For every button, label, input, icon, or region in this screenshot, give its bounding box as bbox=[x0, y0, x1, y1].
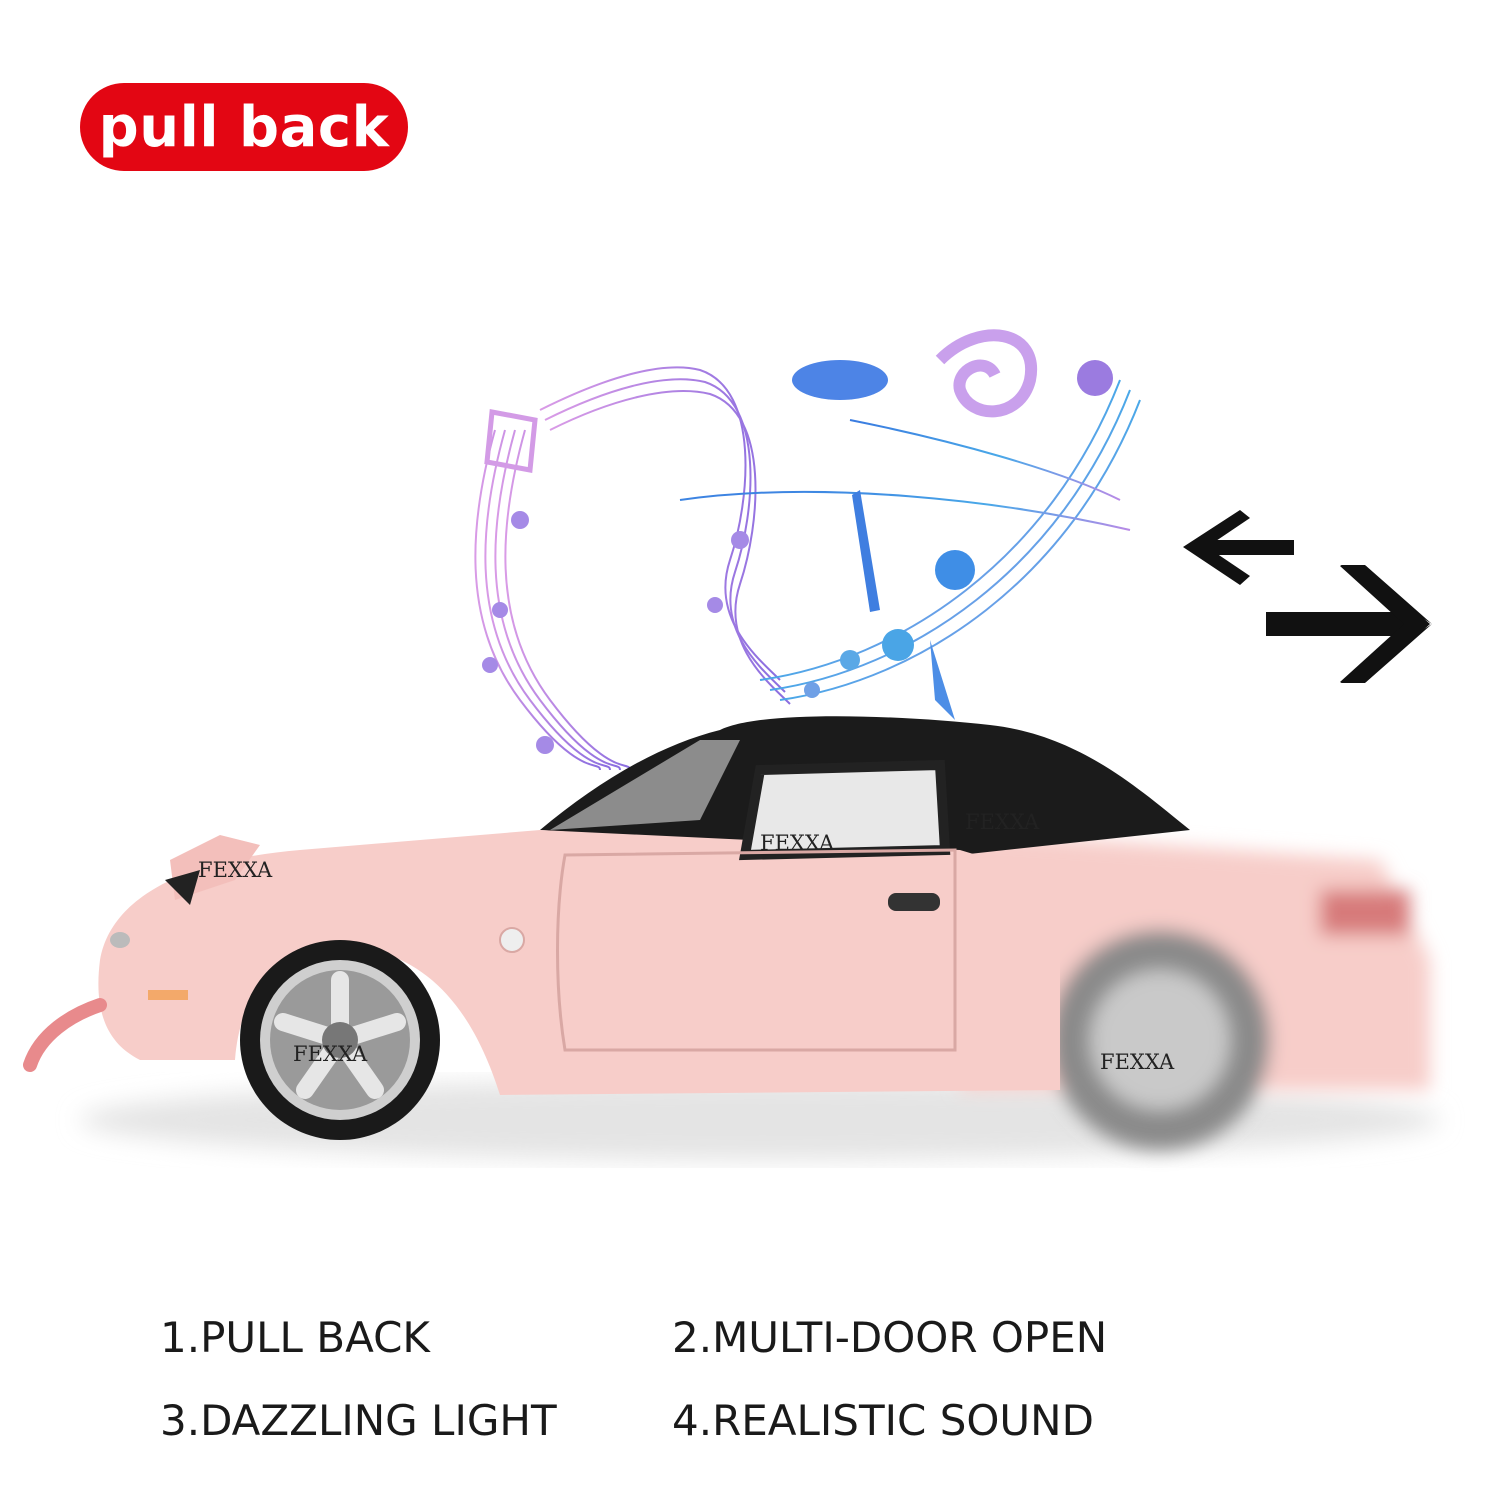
watermark: FEXXA bbox=[198, 858, 273, 882]
music-notes-icon bbox=[474, 329, 1141, 771]
feature-dazzling-light: 3.DAZZLING LIGHT bbox=[160, 1396, 557, 1445]
feature-pull-back: 1.PULL BACK bbox=[160, 1313, 430, 1362]
watermark: FEXXA bbox=[760, 831, 835, 855]
feature-multi-door-open: 2.MULTI-DOOR OPEN bbox=[672, 1313, 1108, 1362]
bidirectional-arrow-icon bbox=[1183, 510, 1432, 683]
toy-car-image bbox=[23, 716, 1440, 1160]
watermark: FEXXA bbox=[293, 1042, 368, 1066]
pull-back-badge: pull back bbox=[80, 83, 408, 171]
watermark: FEXXA bbox=[1100, 1050, 1175, 1074]
watermark: FEXXA bbox=[965, 810, 1040, 834]
feature-realistic-sound: 4.REALISTIC SOUND bbox=[672, 1396, 1094, 1445]
